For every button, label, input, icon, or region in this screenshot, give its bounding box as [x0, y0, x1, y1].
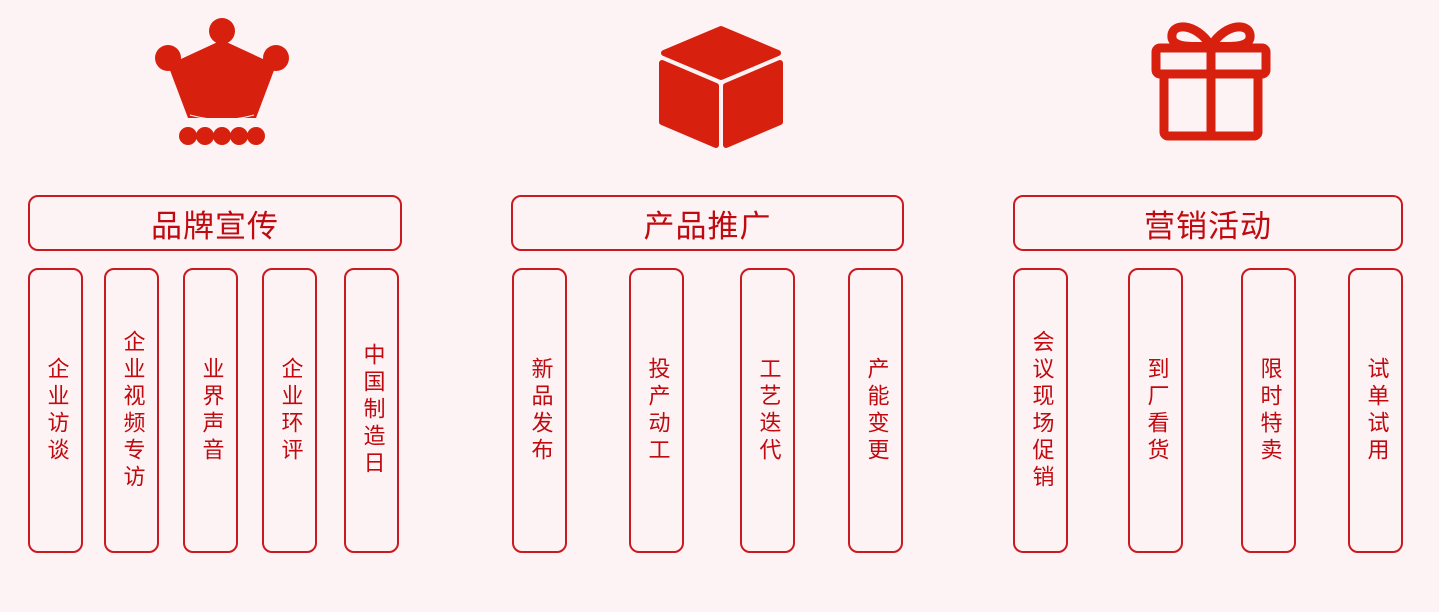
item-box: 到厂看货 — [1128, 268, 1183, 553]
item-label: 产能变更 — [863, 356, 889, 465]
header-brand-promotion: 品牌宣传 — [28, 195, 402, 251]
box-icon — [659, 26, 783, 148]
item-label: 投产动工 — [644, 356, 670, 465]
item-label: 业界声音 — [198, 356, 224, 465]
item-box: 限时特卖 — [1241, 268, 1296, 553]
item-box: 中国制造日 — [344, 268, 399, 553]
item-box: 会议现场促销 — [1013, 268, 1068, 553]
item-box: 新品发布 — [512, 268, 567, 553]
gift-icon — [1151, 22, 1271, 141]
item-label: 企业环评 — [277, 356, 303, 465]
item-box: 投产动工 — [629, 268, 684, 553]
header-product-promotion: 产品推广 — [511, 195, 904, 251]
item-label: 工艺迭代 — [755, 356, 781, 465]
item-box: 试单试用 — [1348, 268, 1403, 553]
item-label: 中国制造日 — [359, 343, 385, 478]
item-label: 试单试用 — [1363, 356, 1389, 465]
item-box: 产能变更 — [848, 268, 903, 553]
item-box: 企业环评 — [262, 268, 317, 553]
crown-icon — [155, 18, 289, 145]
item-label: 企业访谈 — [43, 356, 69, 465]
item-label: 到厂看货 — [1143, 356, 1169, 465]
item-label: 企业视频专访 — [119, 329, 145, 492]
item-label: 会议现场促销 — [1028, 329, 1054, 492]
item-label: 限时特卖 — [1256, 356, 1282, 465]
item-box: 工艺迭代 — [740, 268, 795, 553]
item-box: 业界声音 — [183, 268, 238, 553]
header-marketing-activities: 营销活动 — [1013, 195, 1403, 251]
item-box: 企业视频专访 — [104, 268, 159, 553]
item-label: 新品发布 — [527, 356, 553, 465]
item-box: 企业访谈 — [28, 268, 83, 553]
